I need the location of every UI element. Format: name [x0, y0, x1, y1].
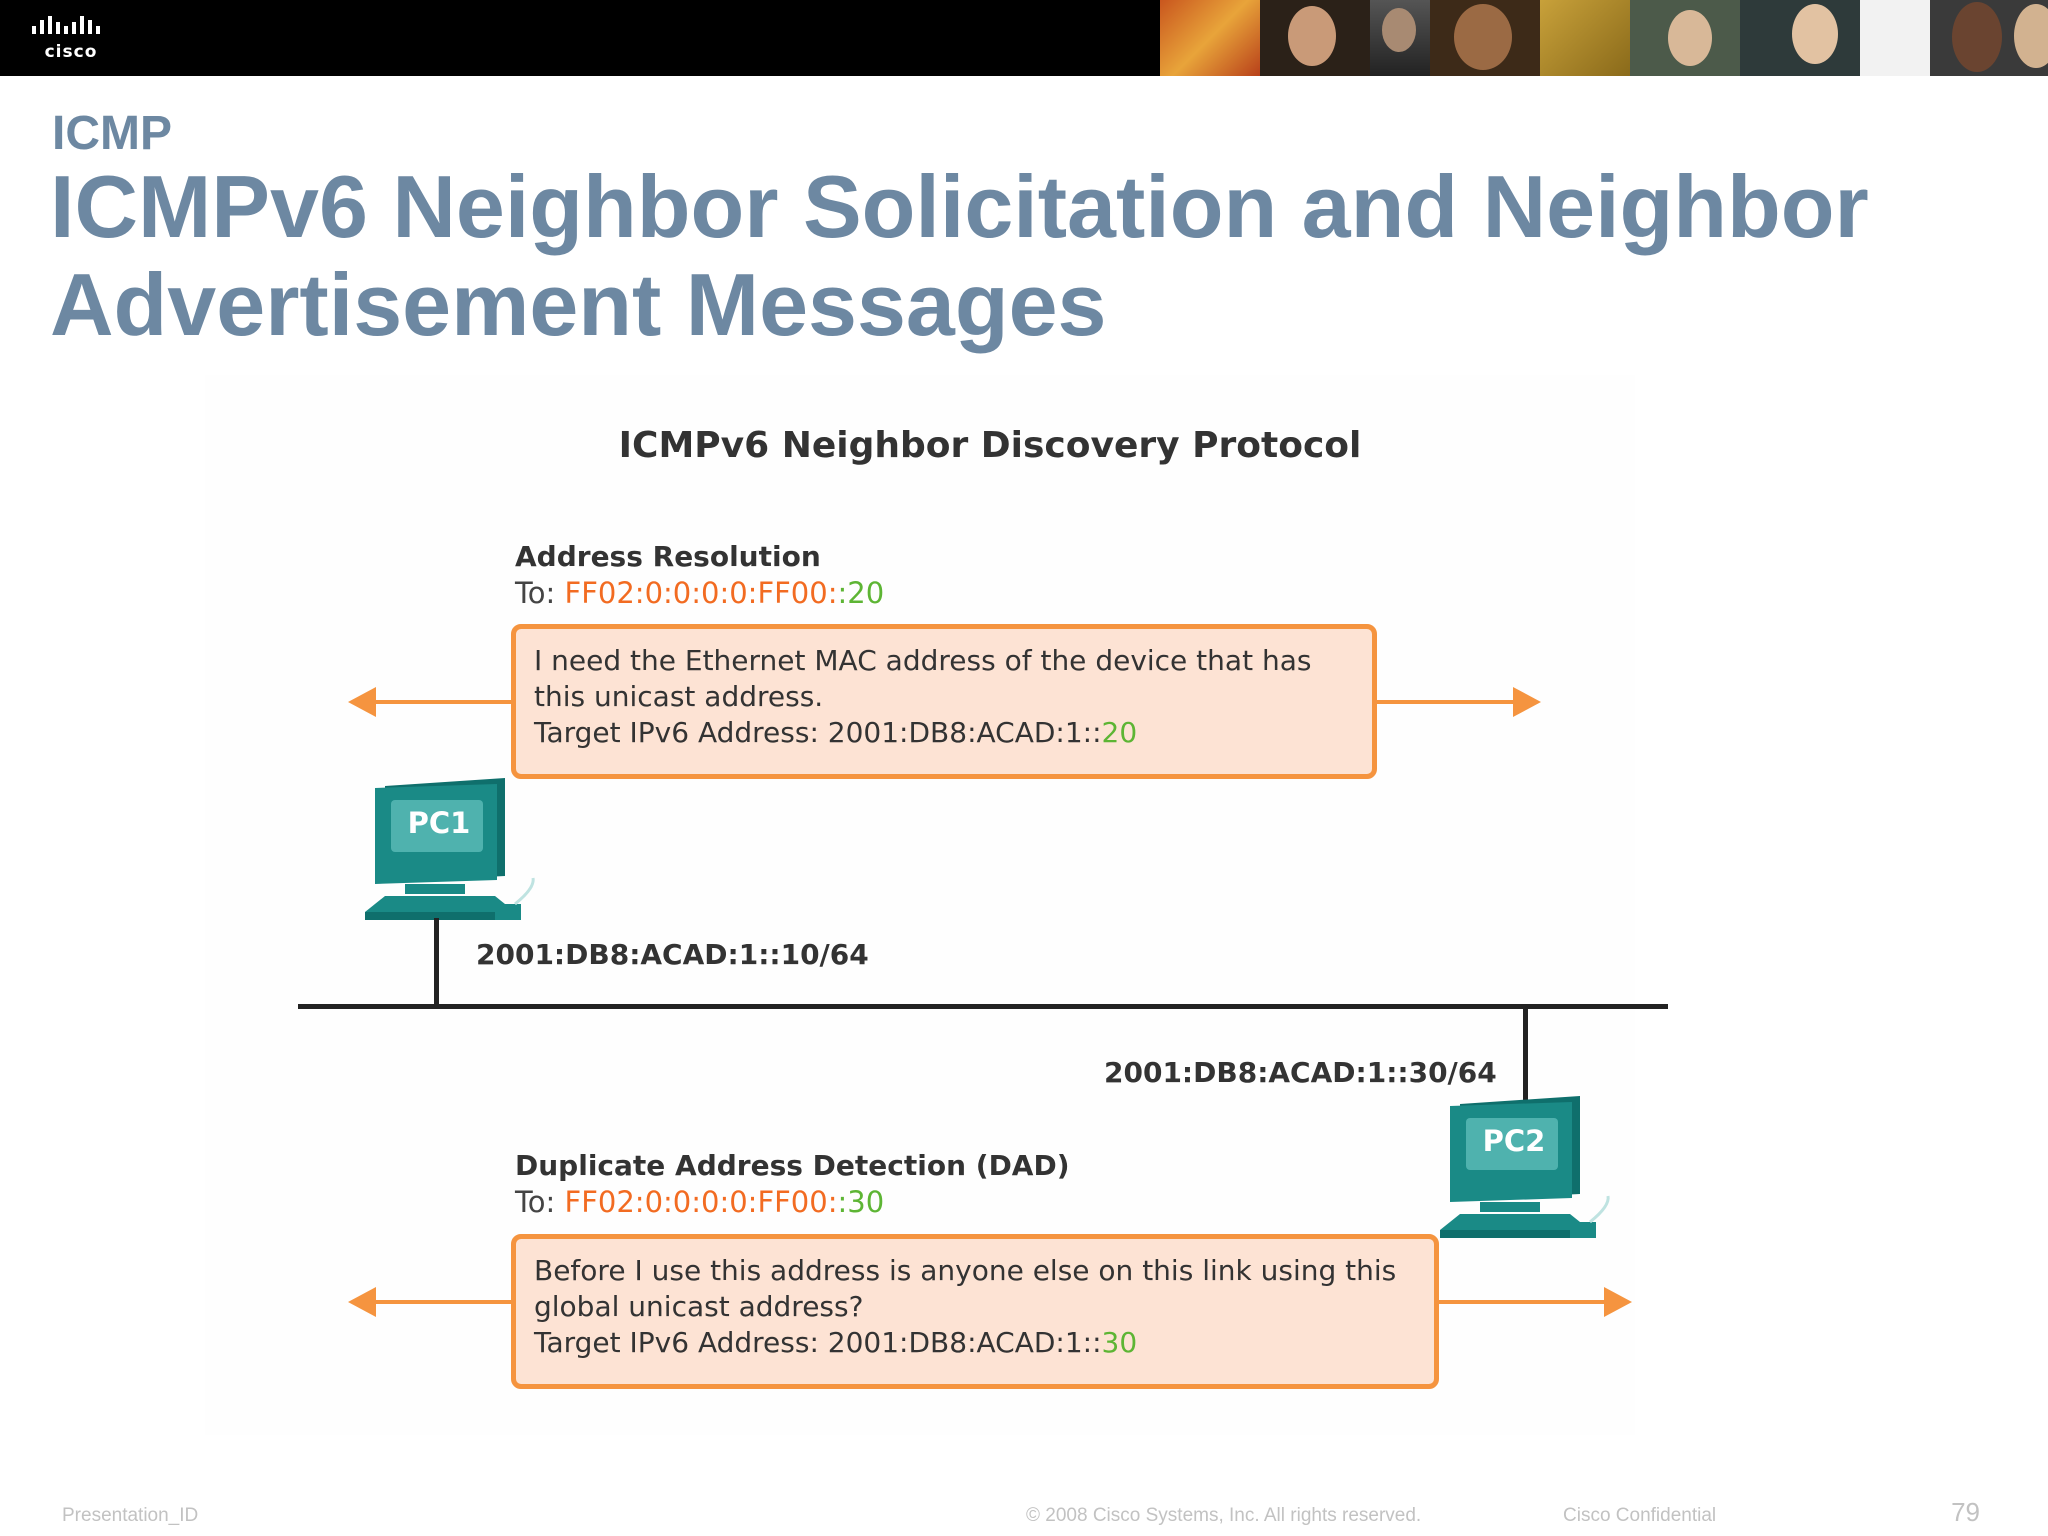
dad-heading: Duplicate Address Detection (DAD)	[515, 1149, 1070, 1182]
photo-6	[1630, 0, 1740, 76]
dad-message: Before I use this address is anyone else…	[511, 1234, 1439, 1389]
target-address: Target IPv6 Address: 2001:DB8:ACAD:1::30	[534, 1325, 1416, 1361]
photo-9	[1930, 0, 2048, 76]
cisco-logo: cisco	[30, 14, 130, 62]
page-number: 79	[1951, 1497, 1980, 1527]
cisco-bridge-icon	[32, 16, 100, 34]
target-address: Target IPv6 Address: 2001:DB8:ACAD:1::20	[534, 715, 1354, 751]
dad-destination: To: FF02:0:0:0:0:FF00::30	[515, 1185, 884, 1219]
message-line: Before I use this address is anyone else…	[534, 1254, 1397, 1287]
pc1-link	[434, 918, 439, 1008]
message-line: global unicast address?	[534, 1290, 864, 1323]
target-prefix: Target IPv6 Address: 2001:DB8:ACAD:1::	[534, 716, 1102, 749]
photo-7	[1740, 0, 1860, 76]
photo-5	[1540, 0, 1630, 76]
ns-arrow-left	[348, 687, 515, 717]
photo-4	[1430, 0, 1540, 76]
pc2-label: PC2	[1482, 1124, 1546, 1158]
neighbor-solicitation-message: I need the Ethernet MAC address of the d…	[511, 624, 1377, 779]
dad-arrow-left	[348, 1287, 515, 1317]
computer-icon	[1440, 1096, 1610, 1238]
page-title: ICMPv6 Neighbor Solicitation and Neighbo…	[50, 157, 1869, 354]
photo-2	[1260, 0, 1370, 76]
pc2-computer: PC2	[1440, 1096, 1630, 1246]
pc2-address: 2001:DB8:ACAD:1::30/64	[1104, 1056, 1497, 1089]
message-line: this unicast address.	[534, 680, 824, 713]
multicast-suffix: :20	[837, 576, 885, 610]
multicast-prefix: FF02:0:0:0:0:FF00:	[564, 576, 838, 610]
to-label: To:	[515, 576, 565, 610]
section-label: ICMP	[52, 107, 172, 160]
presentation-id: Presentation_ID	[62, 1505, 199, 1526]
multicast-prefix: FF02:0:0:0:0:FF00:	[564, 1185, 838, 1219]
target-suffix: 30	[1101, 1326, 1138, 1359]
address-resolution-heading: Address Resolution	[515, 540, 821, 573]
top-banner: cisco	[0, 0, 2048, 76]
target-prefix: Target IPv6 Address: 2001:DB8:ACAD:1::	[534, 1326, 1102, 1359]
cisco-logo-text: cisco	[44, 42, 98, 62]
pc1-label: PC1	[407, 806, 471, 840]
computer-icon	[365, 778, 535, 920]
pc2-link	[1523, 1006, 1528, 1100]
dad-arrow-right	[1438, 1287, 1632, 1317]
pc1-address: 2001:DB8:ACAD:1::10/64	[476, 938, 869, 971]
message-line: I need the Ethernet MAC address of the d…	[534, 644, 1312, 677]
confidential-label: Cisco Confidential	[1563, 1505, 1717, 1526]
multicast-suffix: :30	[837, 1185, 885, 1219]
photo-8	[1860, 0, 1930, 76]
photo-3	[1370, 0, 1430, 76]
ethernet-segment	[298, 1004, 1668, 1009]
pc1-computer: PC1	[365, 778, 555, 928]
photo-strip	[1160, 0, 2048, 76]
target-suffix: 20	[1101, 716, 1138, 749]
copyright-notice: © 2008 Cisco Systems, Inc. All rights re…	[1026, 1505, 1422, 1526]
photo-1	[1160, 0, 1260, 76]
diagram-title: ICMPv6 Neighbor Discovery Protocol	[618, 425, 1362, 466]
address-resolution-destination: To: FF02:0:0:0:0:FF00::20	[515, 576, 884, 610]
to-label: To:	[515, 1185, 565, 1219]
ns-arrow-right	[1376, 687, 1541, 717]
